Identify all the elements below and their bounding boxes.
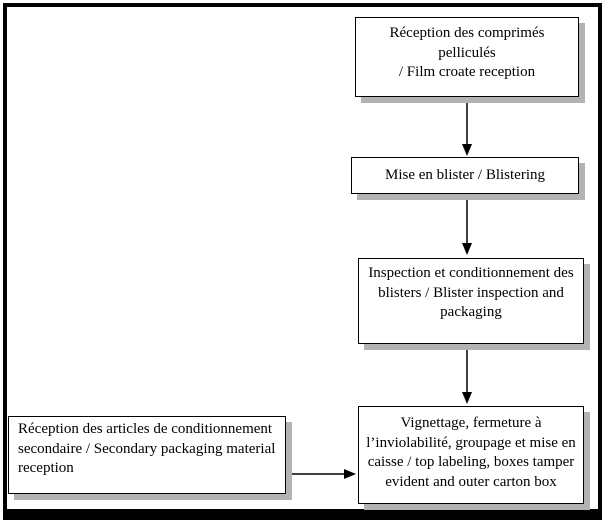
- node-blister-inspection-packaging: Inspection et conditionnement des bliste…: [358, 258, 584, 344]
- node-secondary-packaging-reception: Réception des articles de conditionnemen…: [8, 416, 286, 494]
- node-labeling-cartoning: Vignettage, fermeture à l’inviolabilité,…: [358, 406, 584, 504]
- connector-arrow-reception-to-blistering: [462, 97, 472, 156]
- node-film-coat-reception: Réception des comprimés pelliculés / Fil…: [355, 17, 579, 97]
- page-border-frame: [3, 3, 602, 520]
- connector-arrow-secondary-to-labeling: [286, 469, 356, 479]
- connector-arrow-blistering-to-inspection: [462, 194, 472, 255]
- node-blistering: Mise en blister / Blistering: [351, 157, 579, 194]
- connector-arrow-inspection-to-labeling: [462, 344, 472, 404]
